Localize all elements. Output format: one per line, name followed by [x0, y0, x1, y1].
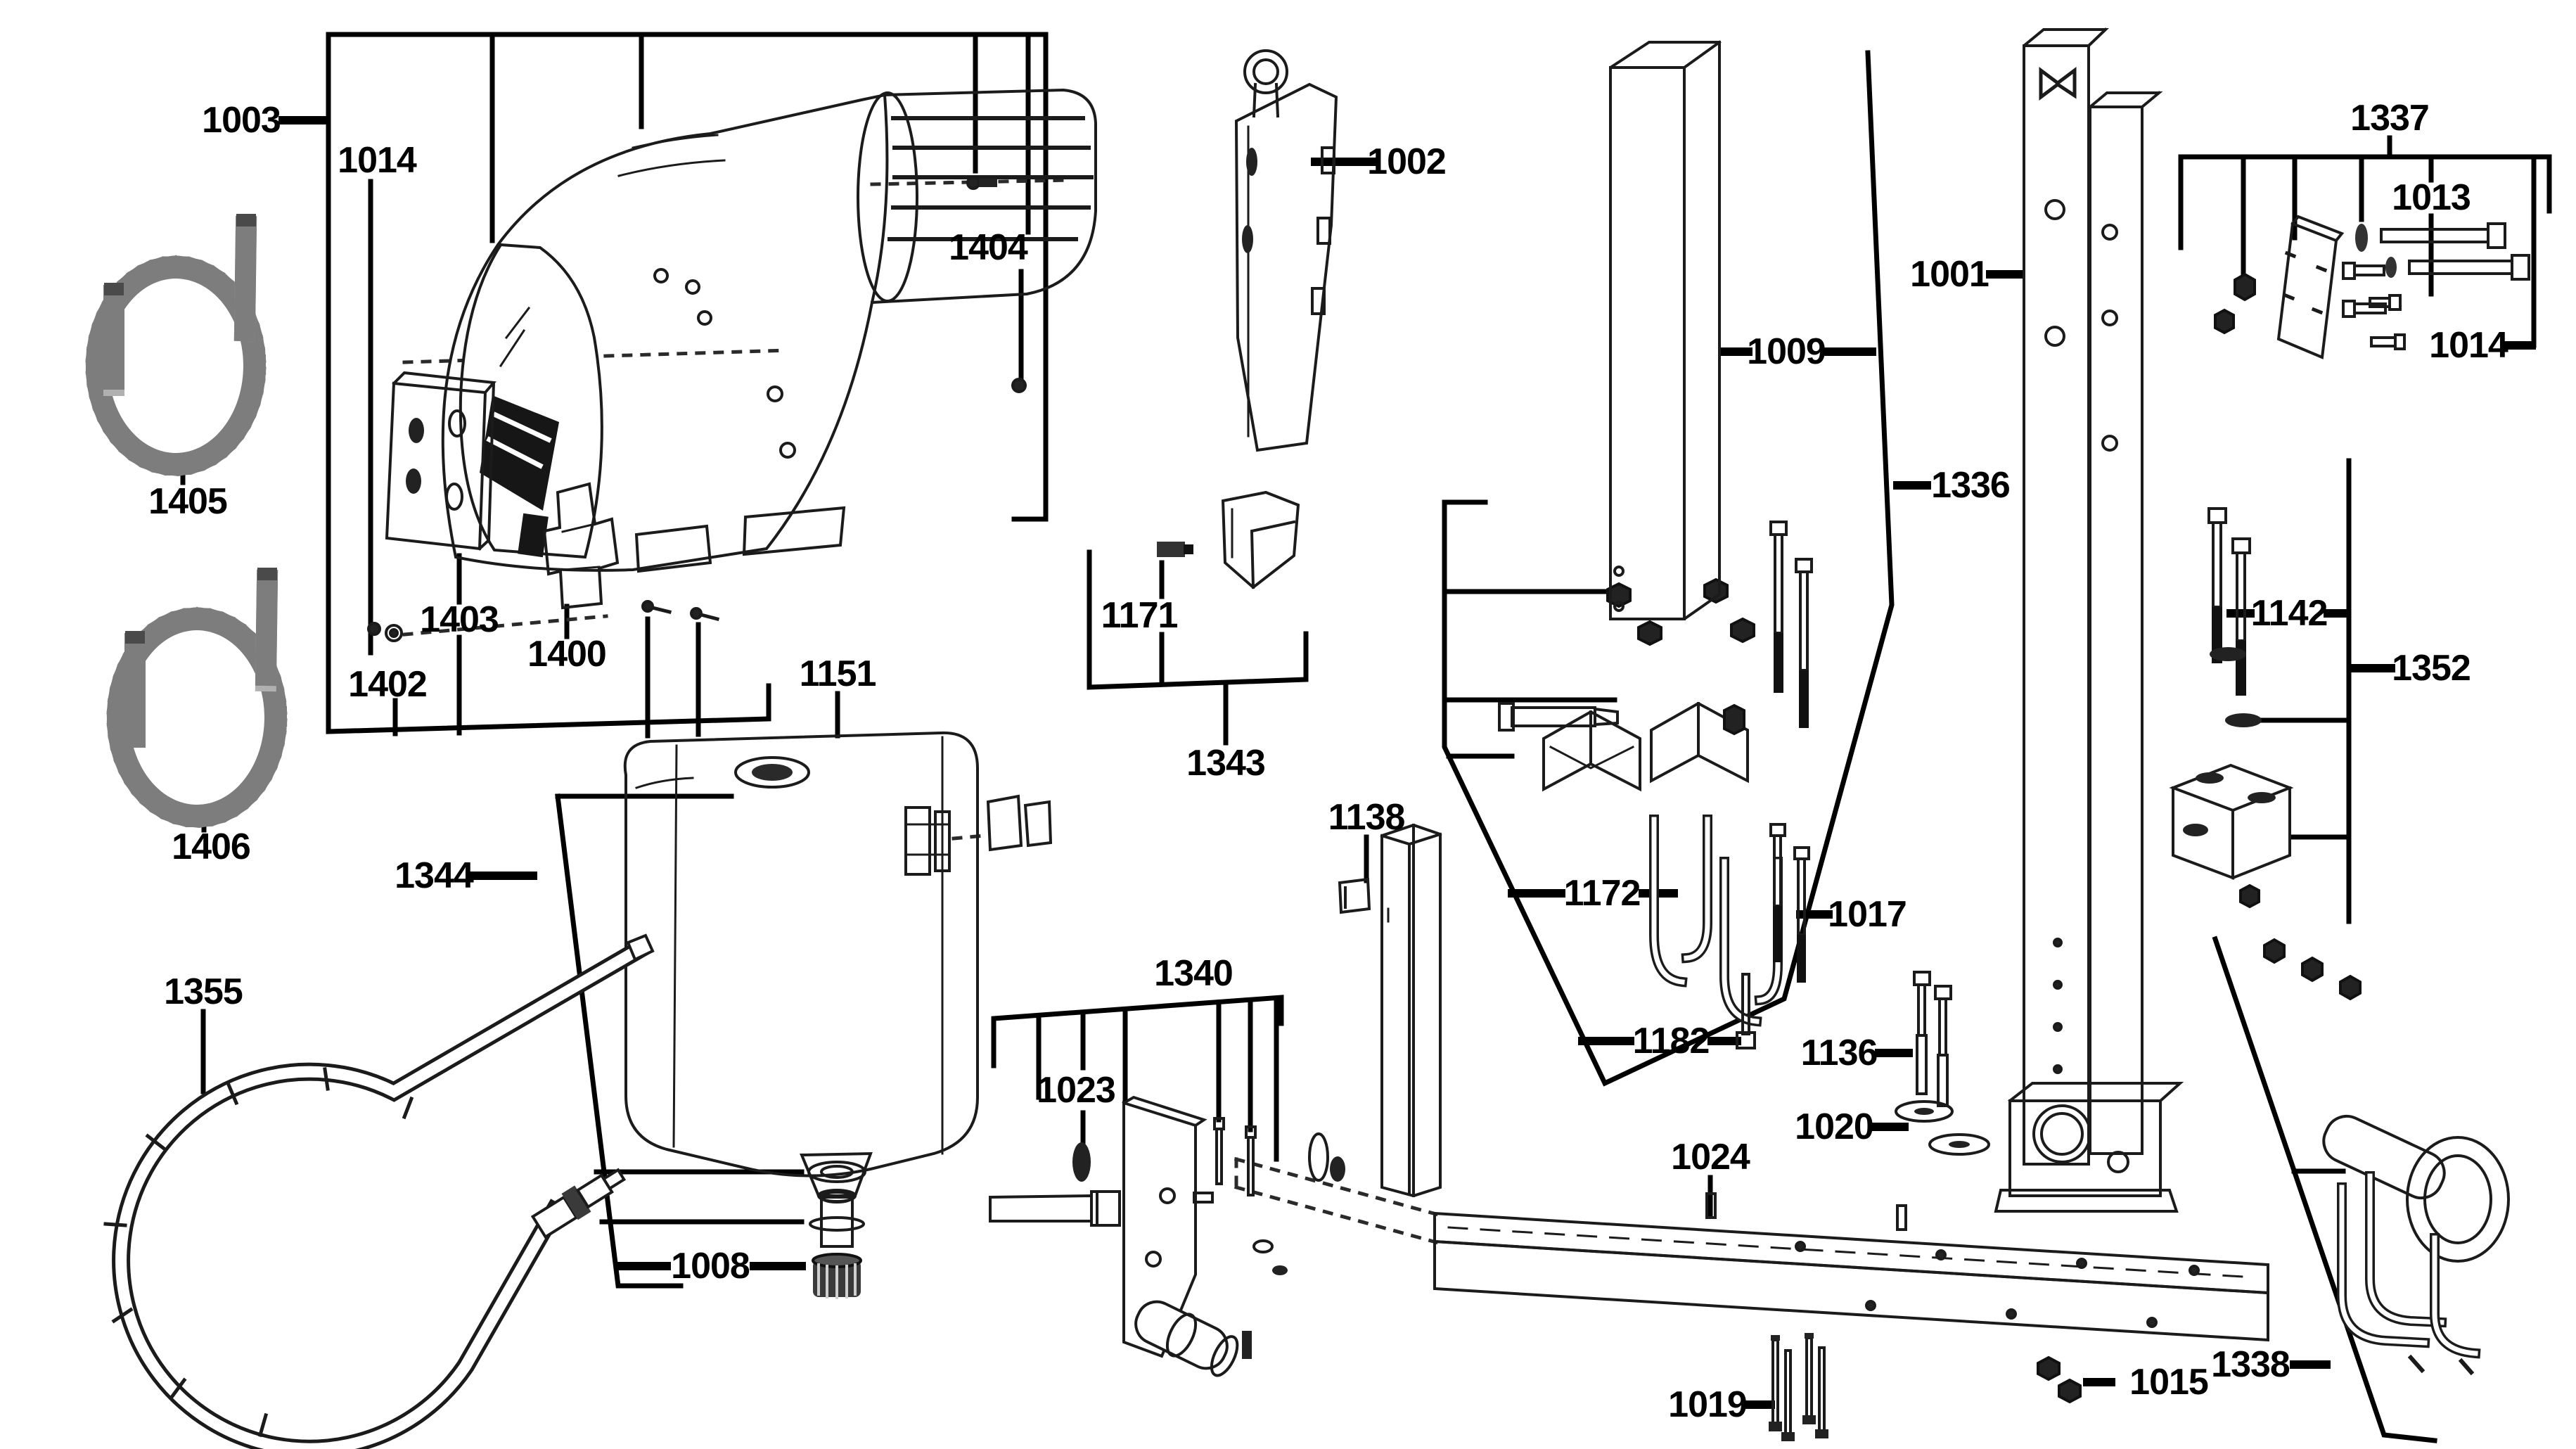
part-mount-plate	[385, 371, 496, 551]
part-group-1337	[2214, 215, 2530, 359]
part-group-1336	[1498, 521, 1813, 1049]
part-group-1352	[2169, 507, 2294, 909]
part-label-1024: 1024	[1671, 1137, 1750, 1177]
part-label-1151: 1151	[799, 653, 877, 694]
hose-connector	[530, 1168, 627, 1239]
part-bolts-1136	[1913, 971, 1952, 1107]
part-group-1340	[989, 1095, 1345, 1377]
part-cap-1008	[812, 1253, 862, 1299]
part-pins-1019	[1769, 1333, 1828, 1441]
part-label-1014: 1014	[2429, 325, 2508, 366]
part-label-1017: 1017	[1828, 894, 1907, 935]
part-label-1406: 1406	[172, 826, 251, 867]
part-column-1138	[1338, 823, 1442, 1198]
part-label-1404: 1404	[949, 227, 1028, 268]
part-nuts-1015	[2037, 1355, 2082, 1404]
part-clamp-1400	[542, 482, 620, 610]
part-handle-1338	[2263, 938, 2510, 1376]
part-label-1015: 1015	[2129, 1362, 2209, 1403]
part-label-1338: 1338	[2211, 1344, 2290, 1385]
part-label-1003: 1003	[202, 100, 281, 141]
part-label-1400: 1400	[527, 634, 607, 675]
part-label-1019: 1019	[1668, 1384, 1748, 1425]
part-column-1009	[1609, 40, 1722, 620]
part-label-1340: 1340	[1154, 953, 1233, 994]
part-label-1009: 1009	[1747, 331, 1826, 372]
part-mast-1001	[1994, 27, 2184, 1213]
part-label-1403: 1403	[420, 599, 499, 640]
part-water-tank	[623, 731, 1053, 1203]
part-motor-housing	[441, 88, 1097, 573]
part-label-1023: 1023	[1037, 1070, 1116, 1111]
part-label-1182: 1182	[1632, 1021, 1710, 1061]
part-small-screws	[641, 600, 720, 622]
part-label-1013: 1013	[2392, 177, 2471, 218]
part-label-1172: 1172	[1563, 873, 1641, 914]
part-label-1138: 1138	[1328, 797, 1406, 838]
part-label-1020: 1020	[1795, 1106, 1874, 1147]
part-label-1355: 1355	[164, 971, 243, 1012]
part-label-1336: 1336	[1931, 465, 2011, 506]
part-hose-1355	[103, 933, 655, 1449]
part-screws-1014-left	[367, 176, 1027, 642]
part-label-1014: 1014	[338, 140, 417, 181]
part-label-1002: 1002	[1367, 141, 1447, 182]
part-label-1337: 1337	[2350, 98, 2430, 139]
part-label-1343: 1343	[1186, 743, 1266, 784]
part-label-1171: 1171	[1101, 595, 1179, 636]
part-tank-fittings	[807, 1161, 866, 1299]
part-label-1352: 1352	[2392, 648, 2471, 689]
part-label-1402: 1402	[348, 664, 428, 705]
part-label-1142: 1142	[2250, 593, 2328, 634]
part-label-1001: 1001	[1910, 254, 1989, 295]
part-label-1136: 1136	[1800, 1033, 1878, 1073]
part-label-1008: 1008	[671, 1246, 750, 1287]
part-bracket-1343	[1157, 490, 1300, 589]
part-base-frame-1024	[1433, 1192, 2269, 1342]
part-bracket-1002	[1234, 49, 1338, 452]
part-hose-1406	[107, 568, 287, 827]
part-hose-1405	[86, 214, 266, 475]
label-dashes	[278, 116, 2536, 1409]
part-label-1344: 1344	[395, 855, 474, 896]
part-washers-1020	[1895, 1100, 1990, 1156]
part-label-1405: 1405	[148, 480, 228, 522]
dotted-leaders	[402, 178, 1439, 1245]
